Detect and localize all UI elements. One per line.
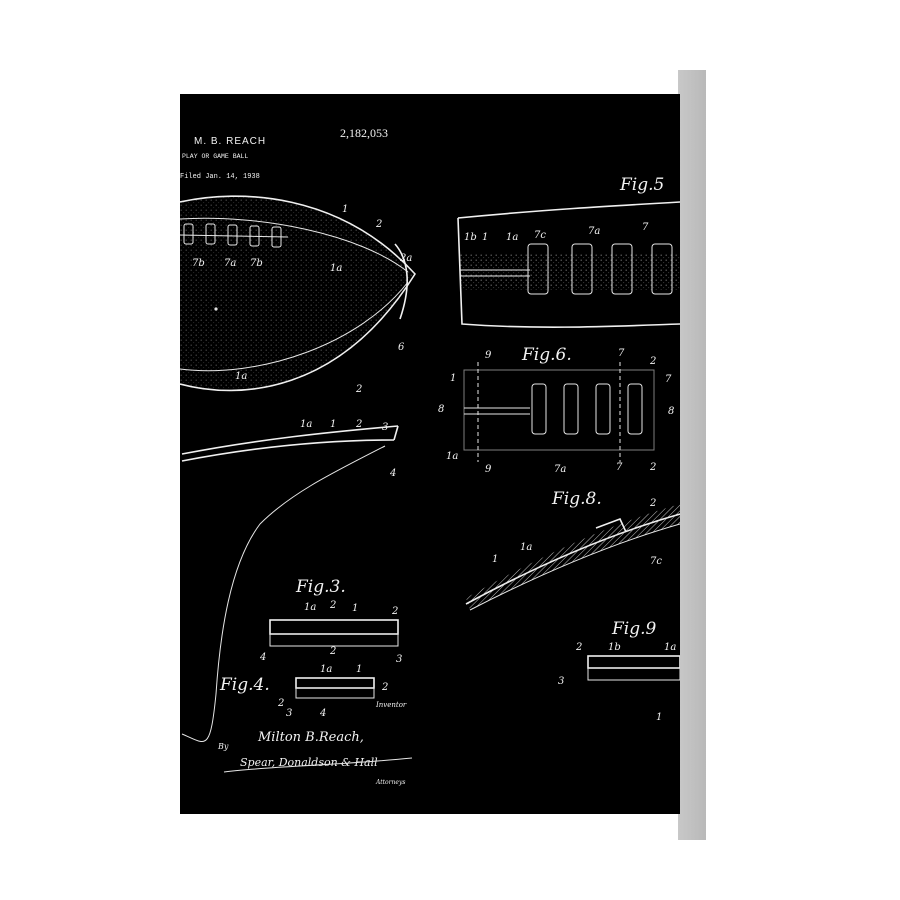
svg-text:2: 2 — [329, 646, 336, 657]
svg-text:2: 2 — [277, 698, 284, 709]
svg-text:4: 4 — [319, 708, 326, 719]
svg-text:7: 7 — [616, 462, 623, 473]
fig9-figure: Fig.9 2 1b 1a 3 1 — [558, 619, 680, 723]
svg-text:9: 9 — [485, 350, 492, 361]
attorney-signature: Spear, Donaldson & Hall — [240, 756, 378, 769]
inventor-note: Inventor — [375, 701, 407, 709]
fig3-label: Fig.3. — [295, 577, 346, 597]
svg-text:1b: 1b — [608, 642, 621, 653]
filed-date: Filed Jan. 14, 1938 — [180, 173, 260, 181]
fig3-figure: Fig.3. 1a 2 1 2 4 2 3 — [259, 577, 402, 665]
fig6-label: Fig.6. — [521, 345, 572, 365]
svg-text:6: 6 — [398, 342, 405, 353]
svg-text:3: 3 — [396, 654, 402, 665]
svg-text:8: 8 — [668, 406, 674, 417]
svg-text:1a: 1a — [300, 419, 312, 430]
svg-text:3: 3 — [558, 676, 564, 687]
inventor-name: Milton B.Reach, — [257, 730, 364, 745]
svg-text:7c: 7c — [650, 556, 662, 567]
svg-text:2: 2 — [355, 419, 362, 430]
svg-text:2: 2 — [381, 682, 388, 693]
svg-text:1: 1 — [330, 419, 336, 430]
svg-text:1: 1 — [352, 603, 358, 614]
patent-number: 2,182,053 — [340, 126, 388, 140]
svg-text:8: 8 — [438, 404, 444, 415]
svg-text:2: 2 — [355, 384, 362, 395]
svg-text:2: 2 — [375, 219, 382, 230]
svg-text:1a: 1a — [320, 664, 332, 675]
inventor-header: M. B. REACH — [194, 136, 267, 147]
fig6-figure: Fig.6. 9 7 2 1 7 8 8 1a 9 7a 7 2 — [438, 345, 674, 475]
svg-text:2: 2 — [649, 462, 656, 473]
svg-text:7b: 7b — [192, 258, 205, 269]
lace-stitches — [180, 223, 289, 248]
svg-text:2: 2 — [391, 606, 398, 617]
patent-drawing: 1 2 7b 7a 7b 1a 2a 6 1a 2 1a 1 2 3 4 Fig… — [180, 175, 680, 786]
svg-text:1: 1 — [342, 204, 348, 215]
fig8-label: Fig.8. — [551, 489, 602, 509]
svg-text:2: 2 — [649, 498, 656, 509]
svg-text:1a: 1a — [664, 642, 676, 653]
canvas-side-edge — [678, 70, 706, 840]
svg-text:1b: 1b — [464, 232, 477, 243]
svg-text:1a: 1a — [520, 542, 532, 553]
fig5-figure: Fig.5 1b 1 1a 7c 7a 7 — [457, 175, 680, 328]
svg-text:9: 9 — [485, 464, 492, 475]
fig4-label: Fig.4. — [219, 675, 270, 695]
svg-text:1a: 1a — [304, 602, 316, 613]
svg-text:2a: 2a — [399, 253, 412, 264]
svg-text:1: 1 — [356, 664, 362, 675]
svg-text:1a: 1a — [330, 263, 342, 274]
svg-text:2: 2 — [329, 600, 336, 611]
svg-text:4: 4 — [259, 652, 266, 663]
svg-text:7a: 7a — [588, 226, 600, 237]
svg-text:7: 7 — [642, 222, 649, 233]
svg-text:7c: 7c — [534, 230, 546, 241]
svg-text:1: 1 — [656, 712, 662, 723]
svg-text:4: 4 — [389, 468, 396, 479]
svg-text:7: 7 — [618, 348, 625, 359]
svg-text:7b: 7b — [250, 258, 263, 269]
patent-title: PLAY OR GAME BALL — [182, 153, 249, 160]
svg-text:2: 2 — [649, 356, 656, 367]
fig9-label: Fig.9 — [611, 619, 657, 639]
svg-text:3: 3 — [382, 422, 388, 433]
canvas-print: M. B. REACH PLAY OR GAME BALL Filed Jan.… — [180, 94, 680, 814]
svg-text:1a: 1a — [446, 451, 458, 462]
svg-text:7: 7 — [665, 374, 672, 385]
svg-text:1: 1 — [492, 554, 498, 565]
fig4-figure: Fig.4. 1a 1 2 2 3 4 — [219, 664, 388, 719]
svg-text:1a: 1a — [235, 371, 247, 382]
attorneys-note: Attorneys — [375, 779, 405, 786]
signature-block: Inventor Milton B.Reach, By Spear, Donal… — [217, 701, 413, 786]
fig8-figure: Fig.8. 2 1a 1 7c — [465, 489, 680, 611]
svg-text:2: 2 — [575, 642, 582, 653]
svg-text:1: 1 — [450, 373, 456, 384]
fig5-label: Fig.5 — [619, 175, 664, 195]
football-figure: 1 2 7b 7a 7b 1a 2a 6 1a 2 — [180, 195, 417, 395]
svg-text:7a: 7a — [224, 258, 236, 269]
svg-text:7a: 7a — [554, 464, 566, 475]
by-label: By — [217, 742, 229, 751]
svg-text:3: 3 — [286, 708, 292, 719]
svg-text:1: 1 — [482, 232, 488, 243]
section-figure: 1a 1 2 3 4 — [181, 419, 399, 743]
svg-text:1a: 1a — [506, 232, 518, 243]
